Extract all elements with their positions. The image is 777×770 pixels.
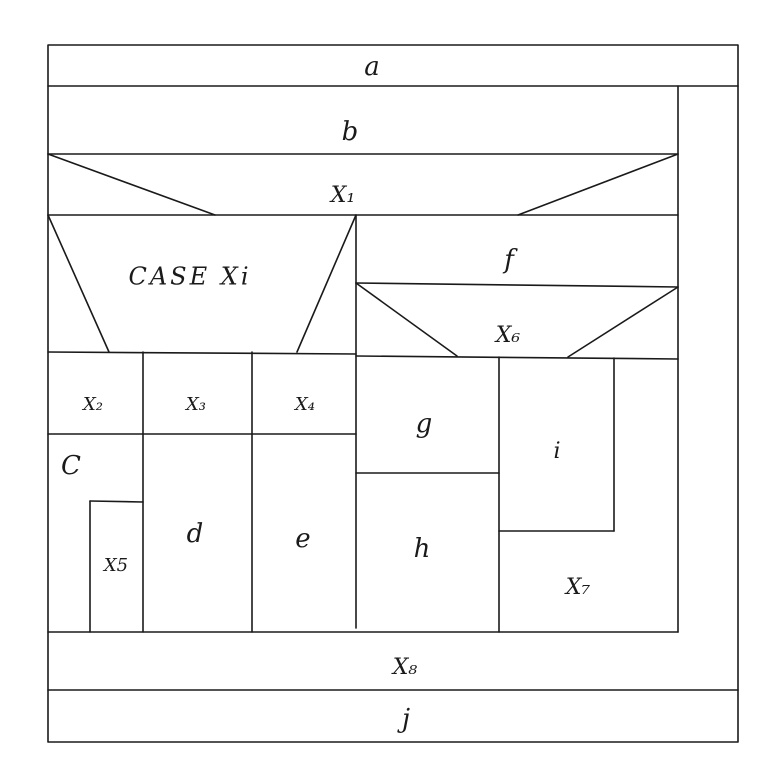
label-h: h <box>414 534 431 564</box>
label-f: f <box>502 245 518 275</box>
label-x3: X₃ <box>184 394 206 415</box>
label-x7: X₇ <box>564 575 591 600</box>
label-b: b <box>342 117 359 147</box>
label-x2: X₂ <box>81 394 103 415</box>
x6-diag-left <box>355 282 458 357</box>
label-x8: X₈ <box>391 655 418 680</box>
outer-frame <box>47 44 739 743</box>
label-c: C <box>61 451 81 481</box>
label-j: j <box>397 704 410 734</box>
line-under-f <box>355 282 679 288</box>
label-x1: X₁ <box>329 183 355 208</box>
line-under-x6 <box>355 355 679 360</box>
label-d: d <box>187 519 204 549</box>
case-diag-left <box>47 214 110 353</box>
label-i: i <box>553 439 560 464</box>
x1-diag-right <box>517 153 679 216</box>
x1-diag-left <box>47 153 216 216</box>
label-e: e <box>295 524 310 554</box>
label-x4: X₄ <box>293 394 315 415</box>
label-g: g <box>416 409 433 439</box>
label-a: a <box>364 52 380 82</box>
label-x6: X₆ <box>494 323 521 348</box>
x6-diag-right <box>567 286 679 358</box>
label-case: CASE Xi <box>128 263 251 291</box>
case-diag-right <box>296 214 357 353</box>
x5-top <box>89 500 144 503</box>
label-x5: X5 <box>102 555 128 576</box>
case-bottom-line <box>47 351 357 355</box>
